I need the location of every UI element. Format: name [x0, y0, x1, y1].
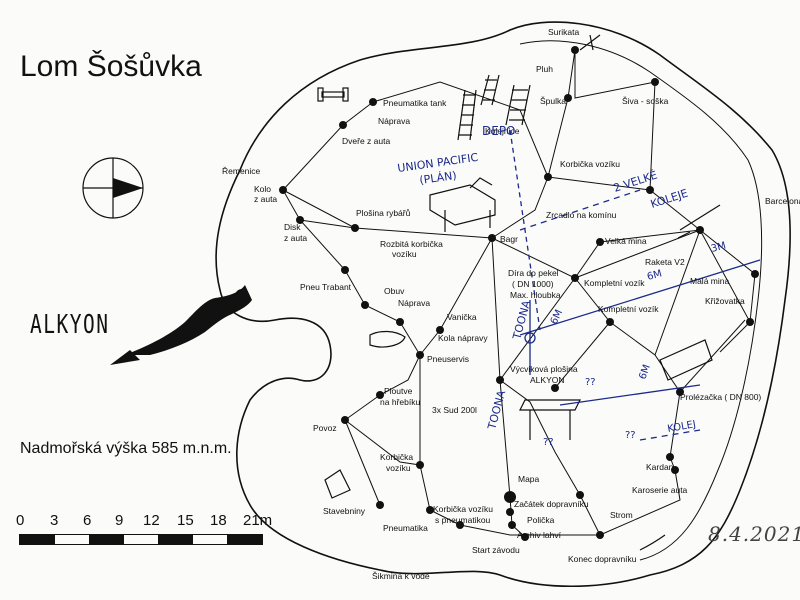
label-ploutve-1: Ploutve: [384, 386, 413, 396]
label-povoz: Povoz: [313, 423, 337, 433]
diver-logo-icon: [110, 285, 252, 365]
scale-tick: 0: [16, 512, 25, 529]
label-krizovatka: Křižovatka: [705, 296, 745, 306]
label-vycvikova-1: Výcviková plošina: [510, 364, 578, 374]
scale-bar: [19, 534, 263, 545]
scale-labels: 0 3 6 9 12 15 18 21m: [14, 512, 284, 532]
club-logo-text: ALKYON: [30, 310, 110, 340]
label-disk-2: z auta: [284, 233, 307, 243]
label-korbicka-3a: Korbička vozíku: [433, 504, 493, 514]
map-title: Lom Šošůvka: [20, 50, 202, 83]
label-dvere: Dveře z auta: [342, 136, 390, 146]
label-sud: 3x Sud 200l: [432, 405, 477, 415]
lake-outline: [215, 21, 791, 587]
label-rozbita-1: Rozbitá korbička: [380, 239, 443, 249]
compass-icon: [82, 157, 144, 219]
label-karoserie: Karoserie auta: [632, 485, 688, 495]
label-start: Start závodu: [472, 545, 520, 555]
scale-tick: 6: [83, 512, 92, 529]
scale-tick: 21m: [243, 512, 273, 529]
note-toona-2: TOONA: [485, 389, 508, 432]
label-dira-1: Díra do pekel: [508, 268, 559, 278]
label-konec: Konec dopravníku: [568, 554, 637, 564]
scale-tick: 3: [50, 512, 59, 529]
label-policka: Polička: [527, 515, 555, 525]
label-vycvikova-2: ALKYON: [530, 375, 565, 385]
note-depo: DEPO: [482, 124, 516, 138]
label-pneuservis: Pneuservis: [427, 354, 469, 364]
note-union-2: (PLÁN): [419, 169, 458, 187]
label-bagr: Bagr: [500, 234, 518, 244]
label-dira-3: Max. hloubka: [510, 290, 561, 300]
note-q-2: ??: [543, 437, 554, 448]
label-mala-mina: Malá mina: [690, 276, 729, 286]
label-korbicka-2a: Korbička: [380, 452, 413, 462]
label-pneumatika-tank: Pneumatika tank: [383, 98, 447, 108]
label-korbicka-2b: vozíku: [386, 463, 411, 473]
label-kompletni-1: Kompletní vozík: [584, 278, 645, 288]
label-kolo-2: z auta: [254, 194, 277, 204]
note-velke-2: KOLEJE: [649, 187, 690, 211]
label-spulka: Špulka: [540, 96, 566, 106]
place-labels: Surikata Pluh Špulka Šiva - soška Pneuma…: [222, 27, 800, 581]
label-disk-1: Disk: [284, 222, 301, 232]
lake-inner-outline: [519, 40, 763, 561]
label-pneu-trabant: Pneu Trabant: [300, 282, 352, 292]
label-zrcadlo: Zrcadlo na komínu: [546, 210, 617, 220]
label-naprava-2: Náprava: [398, 298, 430, 308]
note-q-3: ??: [625, 430, 636, 441]
scale-tick: 12: [143, 512, 160, 529]
label-kola-napravy: Kola nápravy: [438, 333, 488, 343]
label-obuv: Obuv: [384, 286, 405, 296]
label-naprava-1: Náprava: [378, 116, 410, 126]
label-kolo-1: Kolo: [254, 184, 271, 194]
label-mapa: Mapa: [518, 474, 540, 484]
label-raketa: Raketa V2: [645, 257, 685, 267]
label-barcelona: Barcelona: [765, 196, 800, 206]
label-rozbita-2: vozíku: [392, 249, 417, 259]
note-6m-b: 6M: [646, 268, 663, 283]
note-kolej: KOLEJ: [667, 419, 697, 435]
label-sikmina: Šikmina k vodě: [372, 571, 430, 581]
label-velka-mina: Velká mina: [605, 236, 647, 246]
scale-tick: 18: [210, 512, 227, 529]
blue-annotations: [509, 129, 761, 441]
label-pluh: Pluh: [536, 64, 553, 74]
label-siva: Šiva - soška: [622, 96, 669, 106]
label-korbicka-voziku: Korbička vozíku: [560, 159, 620, 169]
label-korbicka-3b: s pneumatikou: [435, 515, 491, 525]
label-remenice: Řemenice: [222, 166, 261, 176]
label-zacatek: Začátek dopravníku: [514, 499, 589, 509]
label-kompletni-2: Kompletní vozík: [598, 304, 659, 314]
map-date: 8.4.2021: [708, 522, 800, 546]
waypoint-dots: [279, 46, 759, 541]
object-sketches: [317, 34, 721, 551]
note-6m-c: 6M: [637, 363, 652, 381]
label-archiv: Archiv lahví: [517, 530, 562, 540]
label-ploutve-2: na hřebíku: [380, 397, 420, 407]
label-strom: Strom: [610, 510, 633, 520]
label-stavebniny: Stavebniny: [323, 506, 366, 516]
note-q-1: ??: [585, 377, 596, 388]
label-surikata: Surikata: [548, 27, 579, 37]
altitude-note: Nadmořská výška 585 m.n.m.: [20, 440, 232, 457]
label-kolejnice: Kolejnice: [485, 126, 520, 136]
label-kardan: Kardan: [646, 462, 674, 472]
note-3m: 3M: [710, 240, 727, 255]
label-plosina-rybaru: Plošina rybářů: [356, 208, 411, 218]
scale-tick: 9: [115, 512, 124, 529]
label-vanicka: Vanička: [447, 312, 477, 322]
label-prolezacka: Prolézačka ( DN 800): [680, 392, 761, 402]
scale-tick: 15: [177, 512, 194, 529]
label-pneumatika: Pneumatika: [383, 523, 428, 533]
label-dira-2: ( DN 1000): [512, 279, 554, 289]
